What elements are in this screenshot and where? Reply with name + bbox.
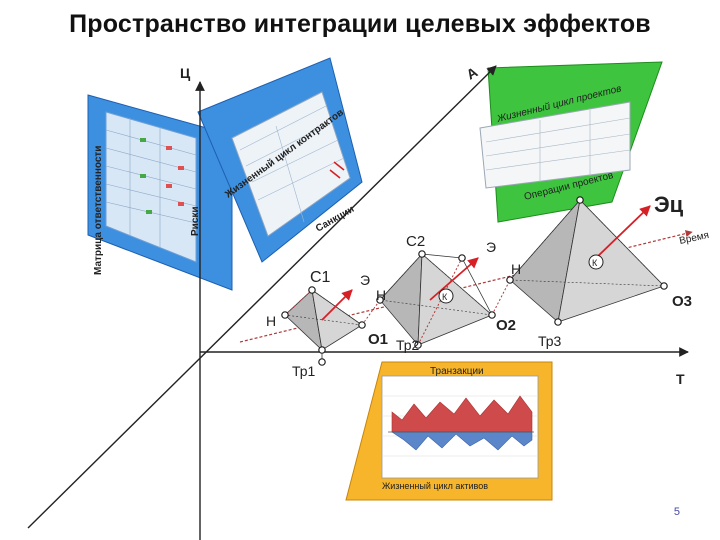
connectors bbox=[284, 257, 511, 346]
node-tr1: Тр1 bbox=[292, 363, 316, 379]
node-tr3: Тр3 bbox=[538, 333, 562, 349]
node-o2: О2 bbox=[496, 317, 516, 334]
node-h2: Н bbox=[376, 287, 386, 303]
projects-screen bbox=[479, 101, 631, 189]
node-e2: Э bbox=[486, 239, 496, 255]
asset-cycle-label: Жизненный цикл активов bbox=[382, 481, 488, 491]
node-k2-circle bbox=[588, 254, 604, 270]
red-arrow-1 bbox=[321, 289, 353, 321]
a-axis bbox=[27, 65, 497, 529]
axis-c-label: Ц bbox=[180, 65, 191, 81]
node-o3: О3 bbox=[672, 293, 692, 310]
node-points bbox=[281, 196, 668, 366]
node-k1-circle bbox=[438, 288, 454, 304]
node-e1: Э bbox=[360, 272, 370, 288]
node-h3: Н bbox=[511, 261, 521, 277]
slide-title: Пространство интеграции целевых эффектов bbox=[69, 10, 651, 38]
axis-t-label: Т bbox=[676, 371, 685, 387]
node-k1: К bbox=[442, 292, 448, 302]
page-number: 5 bbox=[673, 506, 680, 518]
red-arrow-3 bbox=[595, 205, 651, 259]
pyramid-2-top-edge bbox=[421, 253, 463, 259]
risk-matrix-cells-green bbox=[140, 138, 152, 214]
time-label: Время bbox=[678, 230, 710, 247]
contracts-screen-lines bbox=[239, 105, 345, 223]
red-arrow-2 bbox=[429, 257, 479, 301]
node-o1: О1 bbox=[368, 331, 388, 348]
transactions-area-red bbox=[391, 395, 533, 433]
pyramid-1-face-back bbox=[284, 289, 363, 326]
left-matrix-label: Матрица ответственности bbox=[93, 146, 104, 275]
transactions-label: Транзакции bbox=[430, 366, 484, 377]
node-ec: Эц bbox=[654, 192, 684, 217]
pyramid-2-face-right bbox=[417, 253, 493, 346]
contracts-red-marks bbox=[329, 161, 345, 179]
pyramid-2-face-back bbox=[379, 253, 493, 316]
risk-matrix-cells bbox=[166, 146, 184, 206]
left-risks-label: Риски bbox=[190, 206, 201, 236]
projects-screen-lines bbox=[485, 110, 631, 182]
axis-a-label: А bbox=[464, 64, 481, 83]
node-c2: С2 bbox=[406, 233, 425, 250]
node-tr2: Тр2 bbox=[396, 337, 420, 353]
transactions-area-blue bbox=[391, 431, 533, 451]
risk-matrix-table bbox=[105, 111, 197, 263]
node-k2: К bbox=[592, 258, 598, 268]
node-h1: Н bbox=[266, 313, 276, 329]
pyramid-3-face-back bbox=[509, 199, 665, 287]
node-c1: С1 bbox=[310, 269, 331, 286]
